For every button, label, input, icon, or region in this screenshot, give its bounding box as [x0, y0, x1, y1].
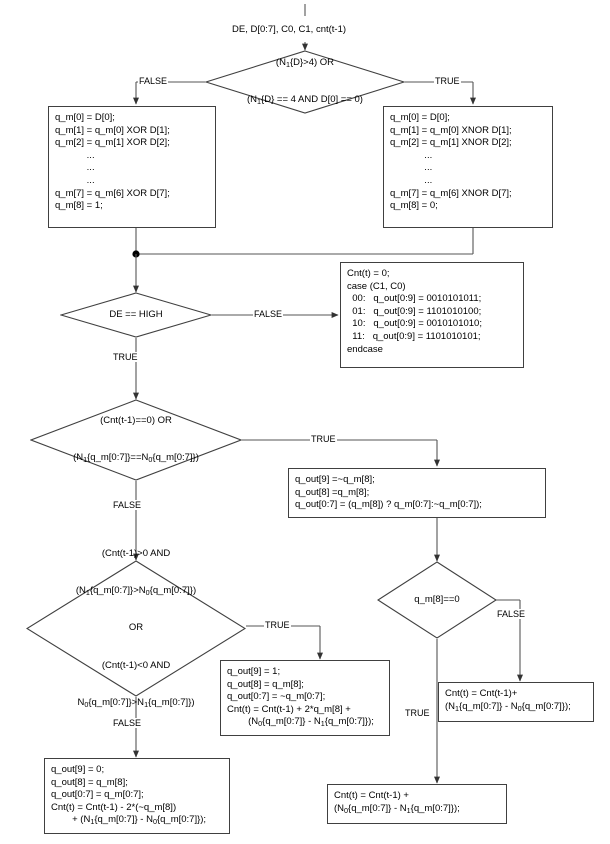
process-cnt-n1-minus-n0[interactable]: Cnt(t) = Cnt(t-1)+ (N1{q_m[0:7]} - N0{q_… — [438, 682, 594, 722]
decision-cnt-zero-line2: (N1{q_m[0:7]}==N0{q_m[0:7]}) — [73, 452, 199, 465]
edge-label-de-true: TRUE — [112, 352, 139, 362]
process-qout-ternary-text: q_out[9] =~q_m[8]; q_out[8] =q_m[8]; q_o… — [295, 474, 482, 511]
decision-de-high[interactable]: DE == HIGH — [60, 292, 212, 338]
decision-n1-line2: (N1{D} == 4 AND D[0] == 0) — [247, 94, 363, 107]
process-xor-encode-text: q_m[0] = D[0]; q_m[1] = q_m[0] XOR D[1];… — [55, 112, 170, 212]
process-control-token-case[interactable]: Cnt(t) = 0; case (C1, C0) 00: q_out[0:9]… — [340, 262, 524, 368]
edge-label-qm8-true: TRUE — [404, 708, 431, 718]
edge-label-cntzero-true: TRUE — [310, 434, 337, 444]
decision-disparity-line1: (Cnt(t-1)>0 AND — [101, 547, 171, 559]
decision-n1-line1: (N1{D}>4) OR — [275, 57, 335, 69]
edge-label-n1-false: FALSE — [138, 76, 169, 86]
edge-label-n1-true: TRUE — [434, 76, 461, 86]
process-noninvert-output-text: q_out[9] = 0; q_out[8] = q_m[8]; q_out[0… — [51, 764, 207, 827]
process-cnt-n0-minus-n1[interactable]: Cnt(t) = Cnt(t-1) + (N0{q_m[0:7]} - N1{q… — [327, 784, 507, 824]
edge-label-qm8-false: FALSE — [496, 609, 527, 619]
process-invert-output-text: q_out[9] = 1; q_out[8] = q_m[8]; q_out[0… — [227, 666, 374, 729]
decision-cnt-zero-or-balanced[interactable]: (Cnt(t-1)==0) OR (N1{q_m[0:7]}==N0{q_m[0… — [30, 399, 242, 481]
process-xnor-encode-text: q_m[0] = D[0]; q_m[1] = q_m[0] XNOR D[1]… — [390, 112, 512, 212]
edge-label-bias-false: FALSE — [112, 718, 143, 728]
edge-label-bias-true: TRUE — [264, 620, 291, 630]
process-xnor-encode[interactable]: q_m[0] = D[0]; q_m[1] = q_m[0] XNOR D[1]… — [383, 106, 553, 228]
process-qout-ternary[interactable]: q_out[9] =~q_m[8]; q_out[8] =q_m[8]; q_o… — [288, 468, 546, 518]
diamond-shape — [26, 560, 246, 697]
decision-disparity-line4: (Cnt(t-1)<0 AND — [101, 659, 171, 671]
decision-cnt-zero-line1: (Cnt(t-1)==0) OR — [100, 415, 172, 427]
decision-disparity-bias[interactable]: (Cnt(t-1)>0 AND (N1{q_m[0:7]}>N0{q_m[0:7… — [26, 548, 246, 708]
decision-disparity-line3: OR — [128, 622, 144, 634]
decision-disparity-text: (Cnt(t-1)>0 AND (N1{q_m[0:7]}>N0{q_m[0:7… — [76, 523, 196, 734]
decision-n1-text: (N1{D}>4) OR (N1{D} == 4 AND D[0] == 0) — [247, 32, 363, 131]
decision-disparity-line2: (N1{q_m[0:7]}>N0{q_m[0:7]}) — [75, 585, 197, 597]
inputs-label: DE, D[0:7], C0, C1, cnt(t-1) — [232, 24, 347, 35]
decision-disparity-line5: N0{q_m[0:7]}>N1{q_m[0:7]}) — [77, 696, 195, 709]
process-noninvert-output[interactable]: q_out[9] = 0; q_out[8] = q_m[8]; q_out[0… — [44, 758, 230, 834]
process-xor-encode[interactable]: q_m[0] = D[0]; q_m[1] = q_m[0] XOR D[1];… — [48, 106, 216, 228]
decision-qm8-zero[interactable]: q_m[8]==0 — [377, 561, 497, 639]
diamond-shape — [377, 561, 497, 639]
edge-label-de-false: FALSE — [253, 309, 284, 319]
decision-cnt-zero-text: (Cnt(t-1)==0) OR (N1{q_m[0:7]}==N0{q_m[0… — [73, 390, 199, 489]
process-invert-output[interactable]: q_out[9] = 1; q_out[8] = q_m[8]; q_out[0… — [220, 660, 390, 736]
process-cnt-n1-minus-n0-text: Cnt(t) = Cnt(t-1)+ (N1{q_m[0:7]} - N0{q_… — [445, 688, 571, 713]
diamond-shape — [60, 292, 212, 338]
diamond-shape — [205, 50, 405, 114]
diamond-shape — [30, 399, 242, 481]
decision-n1-threshold[interactable]: (N1{D}>4) OR (N1{D} == 4 AND D[0] == 0) — [205, 50, 405, 114]
decision-qm8-text: q_m[8]==0 — [414, 593, 460, 605]
process-control-token-case-text: Cnt(t) = 0; case (C1, C0) 00: q_out[0:9]… — [347, 268, 482, 355]
decision-de-text: DE == HIGH — [109, 308, 163, 320]
edge-label-cntzero-false: FALSE — [112, 500, 143, 510]
process-cnt-n0-minus-n1-text: Cnt(t) = Cnt(t-1) + (N0{q_m[0:7]} - N1{q… — [334, 790, 460, 815]
